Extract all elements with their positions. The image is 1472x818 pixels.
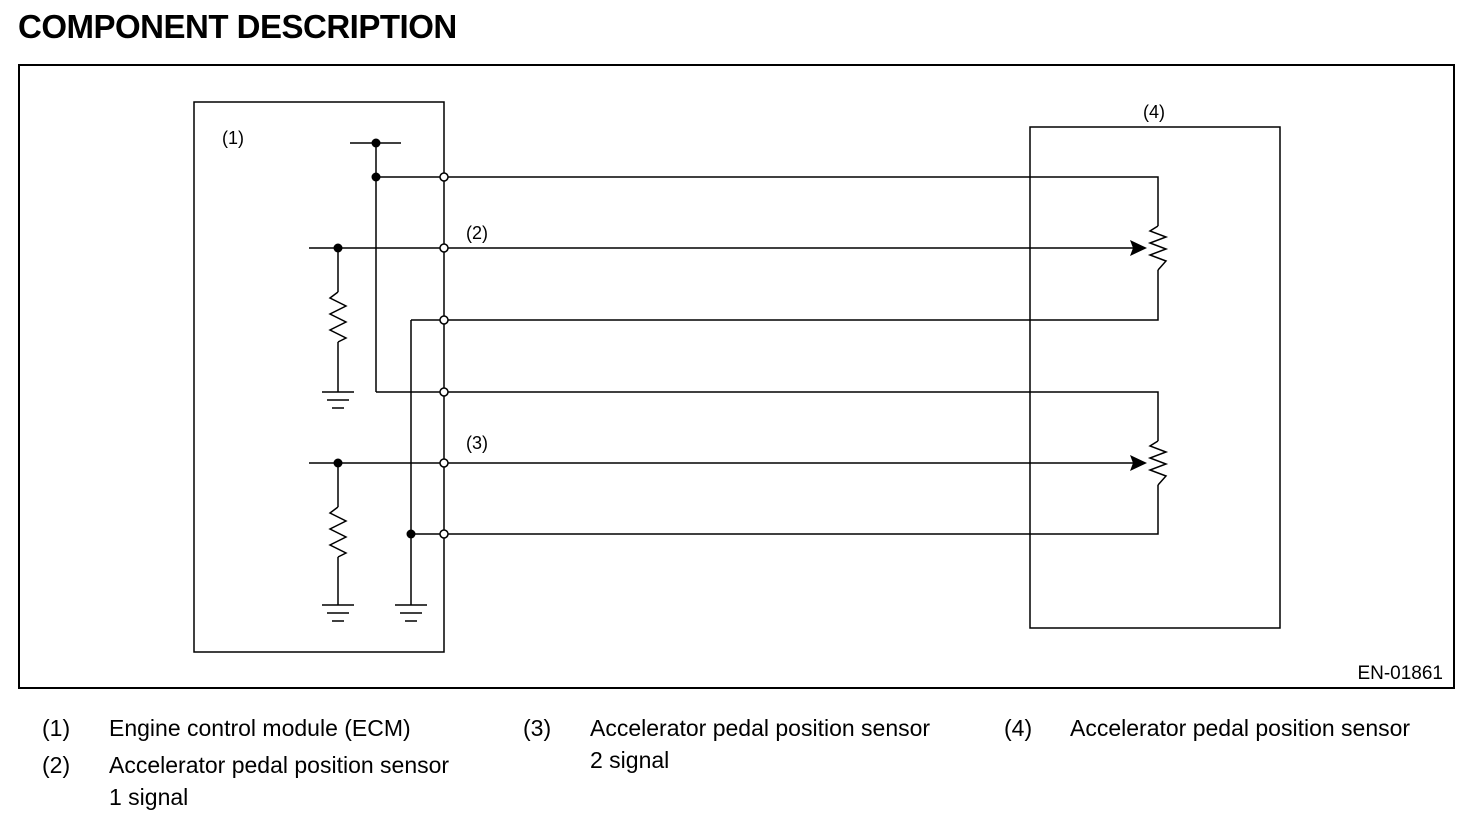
legend-number: (4): [1004, 715, 1033, 741]
page-title: COMPONENT DESCRIPTION: [18, 8, 457, 45]
ecm-connector-terminals: [439, 172, 449, 539]
terminal: [439, 243, 449, 253]
power-junction-dot: [371, 172, 381, 182]
signal1-circuit: [309, 247, 444, 409]
figure-code: EN-01861: [1357, 663, 1443, 684]
ecm-box: [193, 101, 445, 653]
legend-text: 1 signal: [109, 784, 189, 810]
ecm-label: (1): [222, 128, 244, 148]
legend-number: (2): [42, 752, 71, 778]
legend-number: (1): [42, 715, 71, 741]
terminal: [439, 387, 449, 397]
power-junction-dot: [371, 138, 381, 148]
potentiometer-2: [1147, 440, 1169, 486]
wire-power-2: [444, 391, 1159, 441]
sensor-box: [1029, 126, 1281, 629]
wire-ground-1: [444, 270, 1159, 321]
potentiometer-1: [1147, 225, 1169, 271]
terminal: [439, 529, 449, 539]
legend-text: Engine control module (ECM): [109, 715, 411, 741]
harness-wires: [444, 176, 1159, 535]
signal1-label: (2): [466, 223, 488, 243]
signal2-junction-dot: [333, 458, 343, 468]
legend-item-3: (3) Accelerator pedal position sensor 2 …: [523, 712, 973, 776]
legend-text: 2 signal: [590, 747, 670, 773]
terminal: [439, 458, 449, 468]
diagram-frame: [18, 64, 1455, 689]
legend-item-1: (1) Engine control module (ECM): [42, 712, 482, 744]
wire-ground-2: [444, 485, 1159, 535]
legend-text: Accelerator pedal position sensor: [109, 752, 450, 778]
legend-item-4: (4) Accelerator pedal position sensor: [1004, 712, 1454, 744]
signal2-arrow: [1130, 455, 1147, 471]
wire-power-1: [444, 176, 1159, 226]
legend-item-2: (2) Accelerator pedal position sensor 1 …: [42, 749, 502, 813]
pulldown-resistor-1: [328, 291, 348, 343]
signal2-circuit: [309, 462, 444, 622]
legend-text: Accelerator pedal position sensor: [1070, 715, 1411, 741]
signal2-label: (3): [466, 433, 488, 453]
ground-junction-dot: [406, 529, 416, 539]
power-supply-symbol: [350, 142, 444, 393]
signal1-junction-dot: [333, 243, 343, 253]
sensor-ground-circuit: [395, 319, 444, 622]
sensor-label: (4): [1143, 102, 1165, 122]
pulldown-resistor-2: [328, 506, 348, 558]
legend-number: (3): [523, 715, 552, 741]
signal1-arrow: [1130, 240, 1147, 256]
legend-text: Accelerator pedal position sensor: [590, 715, 931, 741]
terminal: [439, 172, 449, 182]
terminal: [439, 315, 449, 325]
